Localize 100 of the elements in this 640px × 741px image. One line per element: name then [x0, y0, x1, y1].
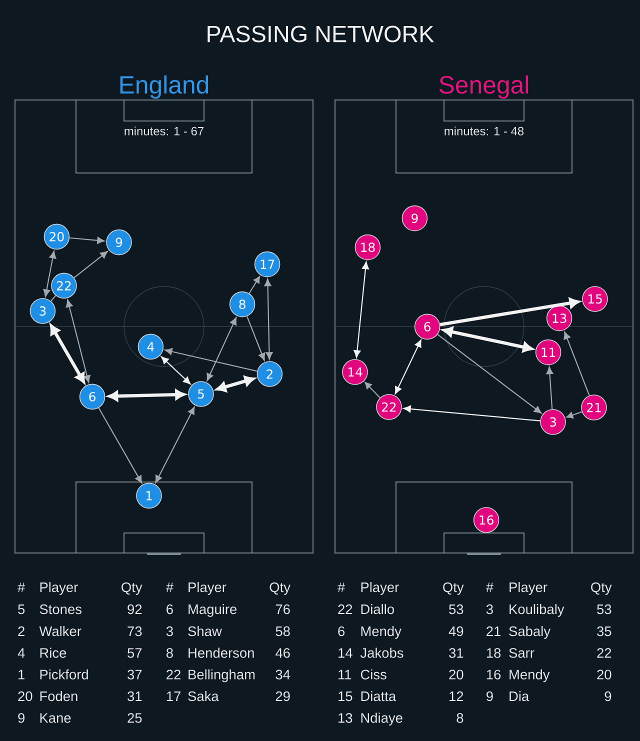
column-header: # [166, 582, 174, 592]
table-cell: Kane [40, 713, 71, 723]
table-cell: 20 [18, 691, 32, 702]
table-cell: 25 [128, 713, 142, 723]
table-cell: 31 [128, 691, 142, 702]
table-cell: Mendy [510, 669, 550, 682]
table-cell: Jakobs [360, 648, 404, 658]
table-cell: 22 [338, 604, 352, 614]
player-node: 5 [188, 381, 214, 407]
team-heading: Senegal [439, 75, 528, 99]
table-cell: 22 [597, 648, 612, 658]
column-header: # [338, 582, 346, 592]
column-header: Qty [122, 582, 142, 595]
table-cell: 5 [18, 604, 25, 614]
arrow [164, 348, 258, 372]
table-cell: 53 [597, 604, 612, 614]
table-cell: Bellingham [188, 669, 255, 682]
table-cell: 6 [338, 626, 345, 636]
table-cell: 92 [128, 604, 142, 614]
table-cell: 17 [166, 692, 180, 701]
arrow [440, 298, 580, 326]
arrow [437, 334, 542, 414]
arrow [364, 382, 380, 398]
column-header: # [486, 582, 494, 592]
player-node: 22 [376, 394, 402, 420]
column-header: Qty [591, 582, 612, 595]
table-cell: 20 [597, 670, 612, 680]
table-cell: 22 [166, 670, 180, 680]
table-cell: Stones [40, 604, 82, 614]
column-header: Player [40, 582, 78, 595]
table-cell: 58 [276, 626, 290, 636]
title: PASSING NETWORK [208, 26, 434, 42]
player-node: 9 [402, 205, 428, 232]
table-cell: 3 [166, 626, 173, 636]
player-node: 8 [229, 291, 256, 318]
arrow [43, 250, 56, 297]
table-cell: Koulibaly [510, 604, 564, 617]
arrow [70, 236, 105, 244]
table-cell: 11 [338, 670, 352, 680]
table-cell: Pickford [40, 669, 88, 680]
table-cell: Sarr [509, 648, 534, 658]
table-cell: Diallo [361, 604, 394, 614]
arrow [564, 332, 590, 396]
arrow [160, 356, 191, 384]
arrow [98, 408, 142, 484]
table-cell: 29 [276, 691, 290, 702]
table-cell: Walker [39, 626, 82, 636]
arrow [155, 406, 195, 484]
table-cell: Mendy [361, 626, 402, 639]
arrow [74, 250, 108, 278]
player-node: 14 [342, 359, 368, 385]
table-cell: 37 [128, 670, 142, 680]
column-header: Qty [443, 582, 464, 595]
arrow [246, 316, 266, 361]
arrow [248, 276, 260, 294]
player-node: 16 [473, 507, 500, 533]
table-cell: 8 [456, 713, 464, 723]
arrow [442, 326, 533, 352]
table-cell: Ndiaye [361, 712, 402, 726]
arrow [50, 324, 86, 384]
column-header: Player [188, 582, 226, 595]
arrow [264, 278, 273, 360]
table-cell: 2 [18, 626, 24, 636]
player-node: 11 [535, 339, 562, 366]
arrow [354, 262, 370, 358]
player-node: 18 [354, 234, 381, 260]
player-node: 22 [51, 272, 77, 299]
table-cell: 20 [449, 670, 464, 680]
table-cell: 16 [486, 670, 501, 680]
player-node: 15 [582, 286, 608, 312]
table-cell: 13 [338, 713, 352, 723]
table-cell: 15 [338, 692, 352, 702]
table-cell: 1 [18, 670, 24, 680]
arrow [66, 300, 90, 383]
arrow [108, 389, 186, 402]
table-cell: Saka [188, 691, 219, 702]
table-cell: 46 [276, 648, 290, 658]
column-header: Player [361, 582, 399, 595]
player-node: 21 [581, 394, 607, 420]
player-node: 20 [44, 224, 70, 250]
table-cell: Dia [510, 691, 530, 702]
player-node: 17 [254, 251, 280, 278]
table-cell: Rice [40, 648, 66, 658]
connector-line [50, 295, 56, 302]
player-node: 2 [256, 361, 283, 387]
table-cell: Diatta [361, 691, 396, 702]
column-header: Qty [270, 582, 290, 595]
table-cell: Foden [40, 691, 78, 702]
player-node: 1 [136, 482, 162, 509]
arrow [403, 405, 540, 422]
table-cell: 14 [338, 648, 352, 658]
table-cell: 73 [128, 626, 142, 636]
table-cell: 21 [486, 626, 500, 636]
table-cell: 9 [486, 691, 493, 702]
table-cell: 53 [449, 604, 464, 614]
arrow [206, 317, 237, 382]
table-cell: 18 [486, 648, 501, 658]
player-node: 3 [540, 409, 566, 435]
player-node: 3 [30, 298, 56, 324]
minutes-note: minutes: 1 - 67 [124, 126, 204, 136]
